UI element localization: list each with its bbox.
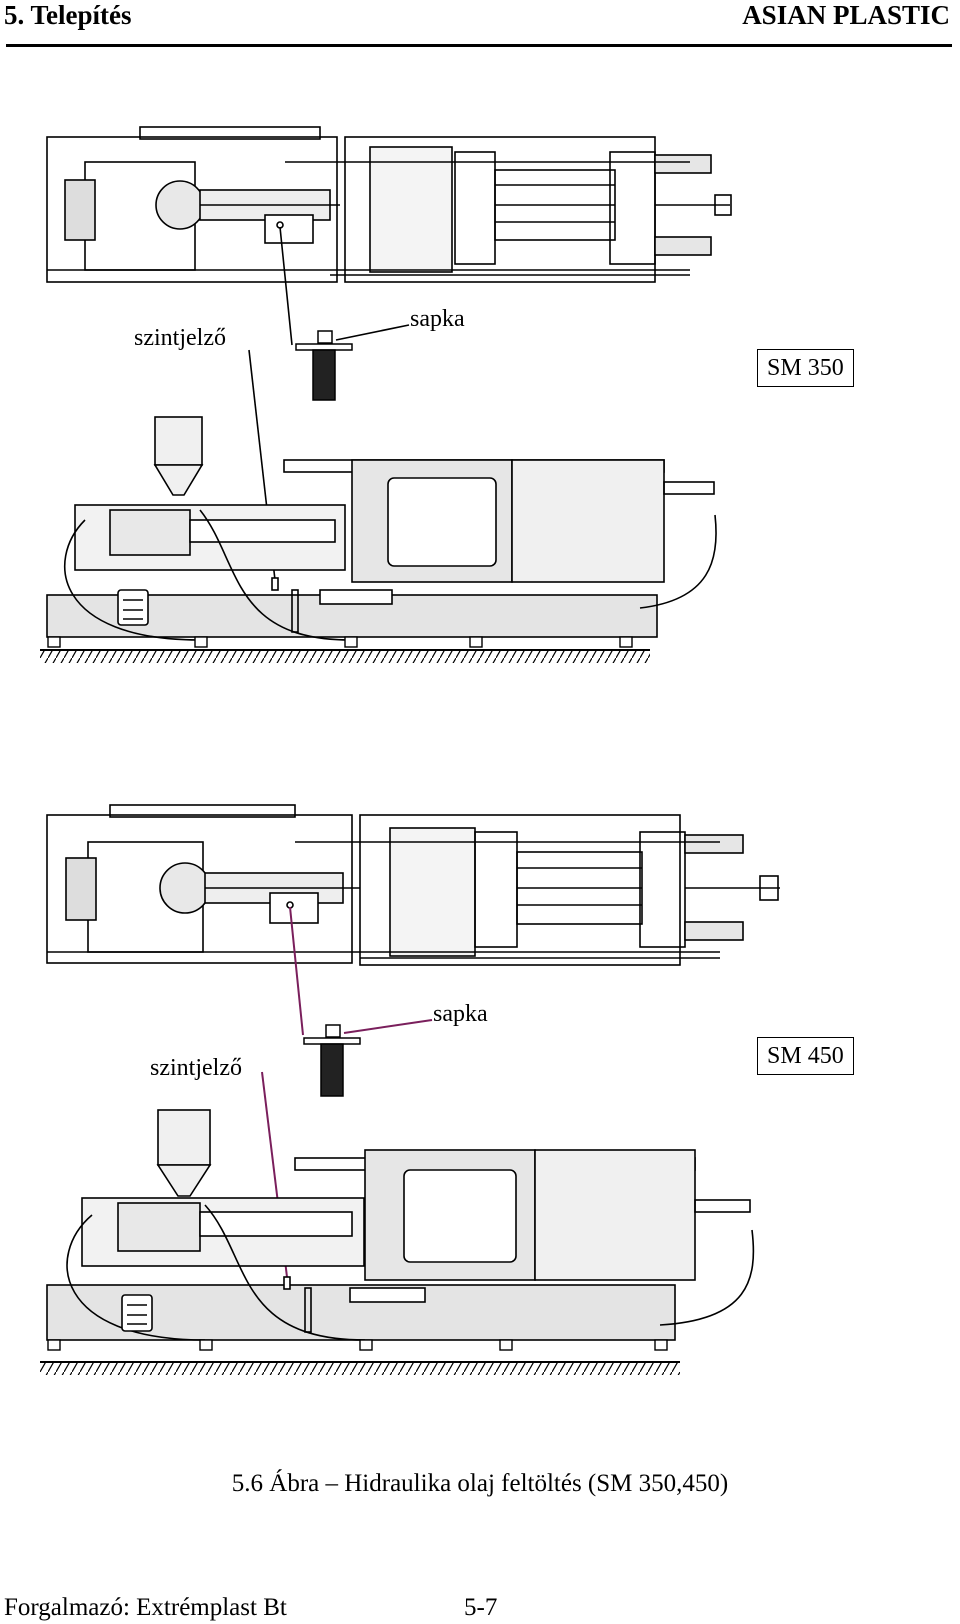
page-number: 5-7 [464,1594,498,1621]
header-rule [6,44,952,47]
cap-label-1: sapka [410,306,465,332]
footer-distributor: Forgalmazó: Extrémplast Bt [4,1594,287,1621]
cap-label-2: sapka [433,1001,488,1027]
top-view-1 [46,126,732,283]
model-box-2: SM 450 [757,1037,854,1075]
page-header: 5. Telepítés ASIAN PLASTIC [0,0,960,48]
model-box-1: SM 350 [757,349,854,387]
figure-caption: 5.6 Ábra – Hidraulika olaj feltöltés (SM… [231,1470,729,1497]
section-title: 5. Telepítés [4,0,132,30]
level-indicator-label-1: szintjelző [134,325,226,351]
brand-name: ASIAN PLASTIC [742,0,950,30]
cap-symbol-1 [295,330,353,401]
side-view-1 [46,416,717,641]
level-indicator-label-2: szintjelző [150,1055,242,1081]
cap-symbol-2 [303,1024,361,1097]
side-view-2 [46,1109,755,1341]
top-view-2 [46,804,780,966]
